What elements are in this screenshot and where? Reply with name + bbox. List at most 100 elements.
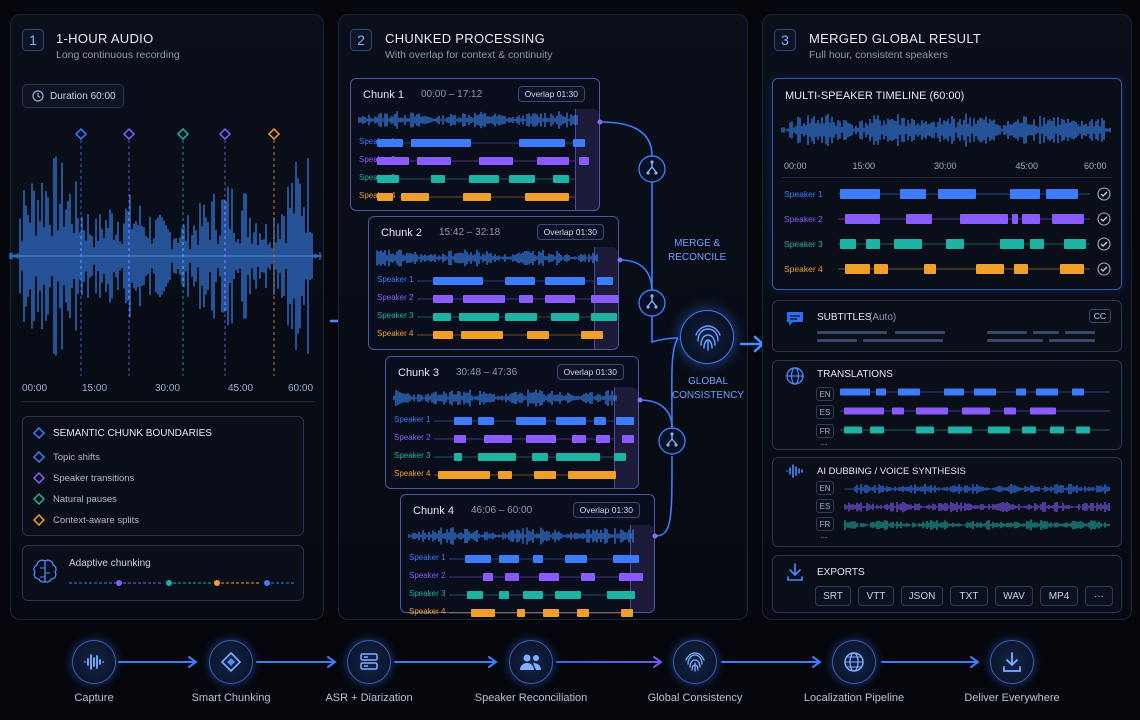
translation-segment [1036,388,1058,396]
export-vtt-button[interactable]: VTT [858,586,894,606]
global-label-line2: CONSISTENCY [671,390,745,401]
translation-segment [974,388,996,396]
translation-segment [844,426,862,434]
pipeline-asr-diarization[interactable] [347,640,391,684]
pipeline-label-localization: Localization Pipeline [803,692,905,704]
translation-segment [1016,388,1026,396]
chunk-range: 15:42 – 32:18 [439,227,501,238]
dub-lang-en[interactable]: EN [816,481,834,495]
step-number-2: 2 [350,29,372,51]
subtitles-title: SUBTITLES [817,312,872,323]
time-tick: 00:00 [784,161,807,171]
overlap-badge: Overlap 01:30 [556,364,624,380]
translation-segment [948,426,972,434]
chunk-name: Chunk 2 [381,227,422,239]
adaptive-chunking-dashes [69,580,295,586]
fingerprint-node [680,310,734,364]
check-icon [1097,187,1111,201]
translation-segment [844,407,884,415]
chunk-card-3[interactable]: Chunk 3 30:48 – 47:36 Overlap 01:30 Spea… [385,356,639,489]
pipeline-global-consistency[interactable] [673,640,717,684]
boundary-topic-shifts: Topic shifts [53,452,100,463]
context-split-icon [32,513,46,527]
dubbing-waveforms [844,483,1110,531]
time-tick: 30:00 [155,383,181,394]
translation-segment [1072,388,1084,396]
audio-waveform [9,127,322,376]
translation-segment [962,407,990,415]
translation-segment [1076,426,1090,434]
translation-segment [898,388,920,396]
diamond-icon [220,651,242,673]
merged-speaker-track [838,264,1090,274]
natural-pause-icon [32,492,46,506]
time-tick: 15:00 [82,383,108,394]
lang-fr[interactable]: FR [816,424,834,438]
speaker-label: Speaker 4 [377,329,414,338]
dub-lang-fr[interactable]: FR [816,517,834,531]
export-mp4-button[interactable]: MP4 [1040,586,1078,606]
chunk-range: 00:00 – 17:12 [421,89,483,100]
panel-subtitle-chunked: With overlap for context & continuity [385,49,553,61]
brain-icon [33,559,57,583]
more-dub-languages: ... [820,530,828,540]
dub-lang-es[interactable]: ES [816,499,834,513]
time-tick: 45:00 [1015,161,1039,171]
axis-line [22,401,314,402]
translation-segment [1030,407,1056,415]
speaker-track [377,175,575,183]
pipeline-label-capture: Capture [74,692,114,704]
speaker-track [417,295,619,303]
translation-segment [988,426,1010,434]
export-srt-button[interactable]: SRT [815,586,851,606]
users-icon [520,654,541,670]
dubbing-title: AI DUBBING / VOICE SYNTHESIS [817,466,966,477]
export-wav-button[interactable]: WAV [995,586,1033,606]
timeline-title: MULTI-SPEAKER TIMELINE (60:00) [785,90,965,102]
merged-waveform [781,113,1111,147]
pipeline-capture[interactable] [72,640,116,684]
check-icon [1097,212,1111,226]
translation-segment [892,407,904,415]
boundary-diamond-icon [176,127,190,141]
globe-icon [786,367,804,385]
lang-en[interactable]: EN [816,387,834,401]
dubbing-card: AI DUBBING / VOICE SYNTHESIS EN ES FR ..… [772,457,1122,547]
chunk-card-4[interactable]: Chunk 4 46:06 – 60:00 Overlap 01:30 Spea… [400,494,655,617]
subtitles-auto: (Auto) [869,312,897,323]
time-tick: 60:00 [1084,161,1107,171]
speaker-track [417,313,617,321]
export-more-button[interactable]: ··· [1085,586,1113,606]
pipeline-localization[interactable] [832,640,876,684]
speaker-label: Speaker 3 [409,589,446,598]
translation-segment [916,407,948,415]
cc-badge[interactable]: CC [1088,309,1111,323]
speaker-track [434,471,616,479]
speaker-track [417,277,613,285]
pipeline-speaker-reconciliation[interactable] [509,640,553,684]
boundaries-card: SEMANTIC CHUNK BOUNDARIES Topic shifts S… [22,416,304,536]
lang-es[interactable]: ES [816,405,834,419]
translations-title: TRANSLATIONS [817,369,893,380]
export-json-button[interactable]: JSON [901,586,943,606]
boundary-diamond-icon [267,127,281,141]
globe-icon [844,652,864,672]
export-txt-button[interactable]: TXT [950,586,988,606]
boundaries-title: SEMANTIC CHUNK BOUNDARIES [53,428,212,439]
speaker-label: Speaker 1 [377,275,414,284]
speaker-track [434,453,626,461]
chunk-range: 46:06 – 60:00 [471,505,533,516]
pipeline-label-speaker-reconciliation: Speaker Reconciliation [474,692,588,704]
merge-label: MERGE & RECONCILE [668,237,726,265]
pipeline-smart-chunking[interactable] [209,640,253,684]
chunk-card-2[interactable]: Chunk 2 15:42 – 32:18 Overlap 01:30 Spea… [368,216,619,350]
pipeline-deliver[interactable] [990,640,1034,684]
merged-speaker-track [838,239,1090,249]
pipeline-label-asr: ASR + Diarization [325,692,413,704]
merged-speaker-label: Speaker 3 [784,239,823,249]
check-icon [1097,262,1111,276]
chunk-card-1[interactable]: Chunk 1 00:00 – 17:12 Overlap 01:30 Spea… [350,78,600,211]
time-tick: 00:00 [22,383,48,394]
speaker-label: Speaker 1 [409,553,446,562]
merged-speaker-track [838,189,1090,199]
